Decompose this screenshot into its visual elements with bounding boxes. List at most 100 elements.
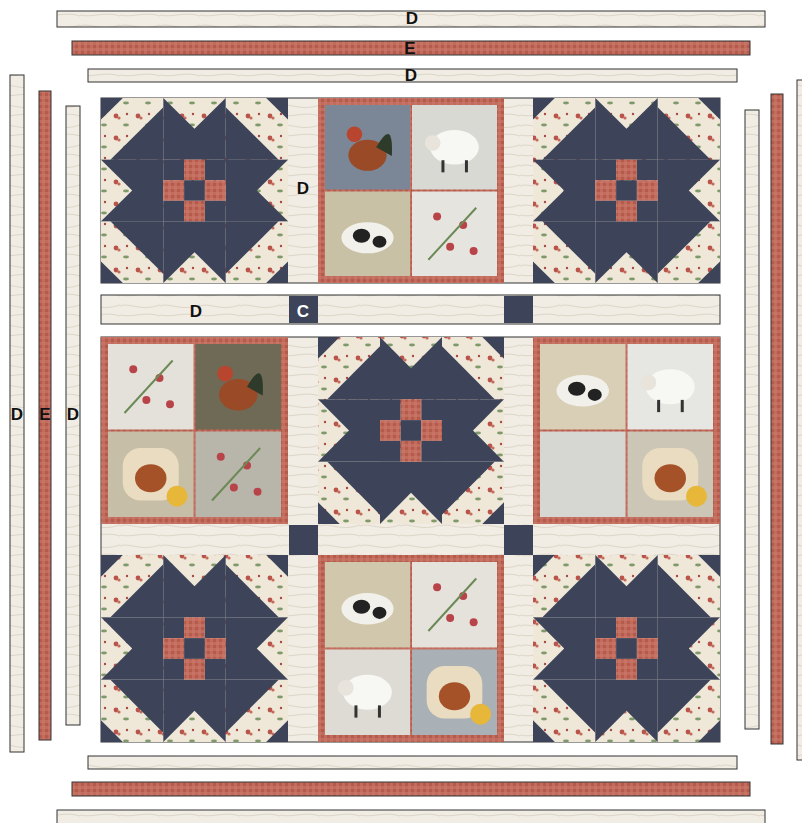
fabric-triangle	[110, 221, 163, 273]
fabric-triangle	[533, 98, 555, 120]
border-strip-d	[88, 756, 737, 769]
star-block	[533, 98, 720, 283]
star-block	[101, 98, 288, 283]
center-square	[401, 441, 422, 462]
star-background	[318, 337, 504, 524]
piece-letter: E	[404, 40, 415, 57]
piece-letter: C	[297, 303, 309, 320]
center-square	[595, 638, 616, 659]
star-point	[595, 221, 657, 283]
fabric-triangle	[266, 555, 288, 577]
fabric-triangle	[533, 160, 564, 222]
fabric-triangle	[163, 252, 225, 283]
fabric-triangle	[257, 617, 288, 679]
center-square	[421, 399, 442, 420]
fabric-triangle	[110, 107, 163, 159]
fabric-triangle	[689, 617, 720, 679]
center-square	[184, 617, 205, 638]
panel-picture	[412, 562, 497, 648]
fabric-triangle	[689, 160, 720, 222]
cornerstone	[289, 525, 318, 555]
star-point	[595, 555, 657, 617]
sashing-strip	[101, 295, 720, 324]
center-square	[163, 180, 184, 201]
fabric-triangle	[658, 107, 711, 159]
star-block	[101, 555, 288, 742]
center-square	[616, 160, 637, 181]
star-point	[163, 680, 225, 742]
panel-frame	[318, 555, 504, 742]
piece-letter: D	[405, 67, 417, 84]
fabric-triangle	[658, 564, 711, 617]
center-square	[616, 617, 637, 638]
star-background	[533, 555, 720, 742]
center-square	[184, 160, 205, 181]
star-point	[595, 98, 657, 160]
row-outline	[101, 295, 720, 324]
panel-picture	[412, 192, 497, 277]
fabric-triangle	[163, 98, 225, 129]
fabric-triangle	[110, 680, 163, 733]
panel-picture	[196, 432, 282, 518]
border-strip-e	[771, 94, 783, 744]
center-square	[637, 617, 658, 638]
center-square	[595, 617, 616, 638]
star-point	[658, 160, 720, 222]
sashing	[101, 337, 720, 742]
panel-picture	[325, 562, 410, 648]
star-background	[101, 98, 288, 283]
panel-frame	[318, 98, 504, 283]
star-background	[101, 555, 288, 742]
panel-picture	[540, 344, 626, 430]
row-outline	[101, 98, 720, 283]
star-point	[163, 555, 225, 617]
fabric-triangle	[327, 346, 380, 399]
cornerstone	[504, 525, 533, 555]
center-square	[595, 201, 616, 222]
fabric-triangle	[101, 160, 132, 222]
fabric-triangle	[595, 252, 657, 283]
star-point	[226, 160, 288, 222]
fabric-triangle	[266, 720, 288, 742]
picture-panel	[101, 337, 288, 524]
center-square	[616, 638, 637, 659]
piece-letter: D	[11, 406, 23, 423]
border-strip-d	[10, 75, 24, 752]
star-point	[318, 399, 380, 461]
panel-picture	[108, 344, 194, 430]
border-strip-e	[39, 91, 51, 740]
fabric-triangle	[226, 680, 279, 733]
fabric-triangle	[226, 221, 279, 273]
fabric-triangle	[318, 502, 340, 524]
star-point	[163, 98, 225, 160]
picture-panel	[533, 337, 720, 524]
center-square	[616, 180, 637, 201]
fabric-triangle	[442, 462, 495, 515]
center-square	[595, 659, 616, 680]
fabric-triangle	[698, 261, 720, 283]
center-square	[163, 638, 184, 659]
fabric-triangle	[698, 555, 720, 577]
center-square	[421, 420, 442, 441]
fabric-triangle	[442, 346, 495, 399]
star-point	[533, 617, 595, 679]
fabric-triangle	[533, 720, 555, 742]
fabric-triangle	[101, 720, 123, 742]
center-square	[637, 201, 658, 222]
panel-picture	[108, 432, 194, 518]
center-square	[637, 160, 658, 181]
fabric-triangle	[533, 261, 555, 283]
center-square	[637, 659, 658, 680]
border-strip-d	[66, 106, 80, 725]
center-square	[163, 201, 184, 222]
center-square	[595, 180, 616, 201]
fabric-triangle	[266, 98, 288, 120]
star-point	[101, 617, 163, 679]
sashing	[101, 98, 720, 283]
fabric-triangle	[318, 399, 349, 461]
star-block	[533, 555, 720, 742]
piece-letter: D	[67, 406, 79, 423]
panel-picture	[628, 344, 714, 430]
